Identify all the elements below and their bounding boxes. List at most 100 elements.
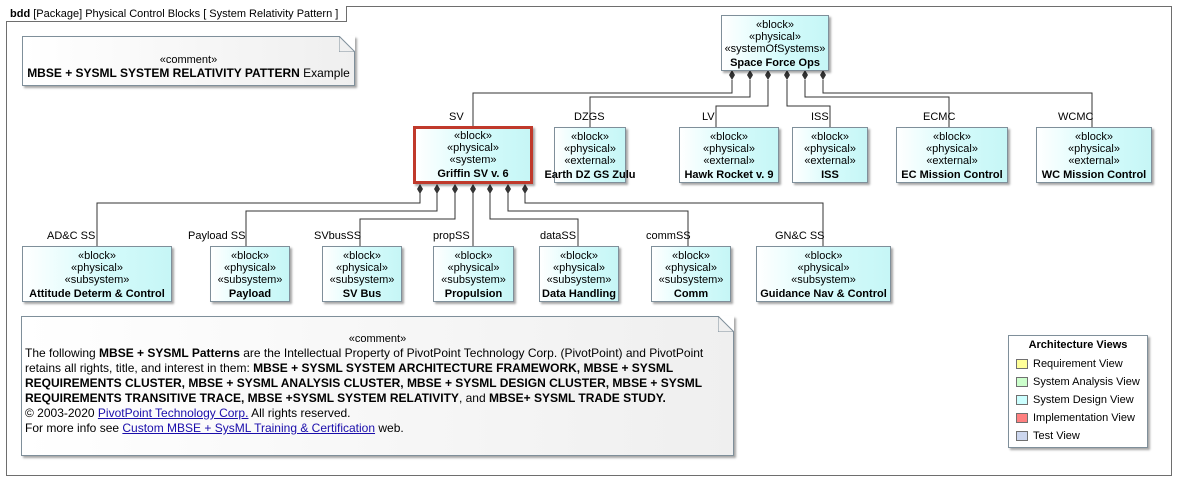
block-iss[interactable]: «block» «physical» «external» ISS xyxy=(792,127,868,183)
stereotype-block: «block» xyxy=(811,131,849,143)
stereotype-block: «block» xyxy=(78,250,116,262)
block-name: Griffin SV v. 6 xyxy=(437,168,509,180)
connector-sfo-lv xyxy=(715,80,769,127)
block-name: EC Mission Control xyxy=(901,169,1003,181)
block-payload[interactable]: «block» «physical» «subsystem» Payload xyxy=(210,246,290,302)
composite-diamond xyxy=(784,70,790,80)
more-info-line: For more info see Custom MBSE + SysML Tr… xyxy=(25,421,729,436)
stereotype-physical: «physical» xyxy=(1068,143,1120,155)
stereotype-block: «block» xyxy=(343,250,381,262)
composite-diamond xyxy=(747,70,753,80)
block-propulsion[interactable]: «block» «physical» «subsystem» Propulsio… xyxy=(433,246,514,302)
stereotype-block: «block» xyxy=(571,131,609,143)
copyright-line: © 2003-2020 PivotPoint Technology Corp. … xyxy=(25,406,729,421)
connector-sv-pay xyxy=(245,190,438,246)
connector-sv-bus xyxy=(359,190,456,246)
connector-sv-comm xyxy=(507,190,689,246)
block-sv-bus[interactable]: «block» «physical» «subsystem» SV Bus xyxy=(322,246,402,302)
block-name: Earth DZ GS Zulu xyxy=(544,169,636,181)
stereotype-kind: «subsystem» xyxy=(64,274,130,286)
stereotype-physical: «physical» xyxy=(553,262,605,274)
connector-sfo-dzgs xyxy=(589,80,751,127)
frame-header: bdd [Package] Physical Control Blocks [ … xyxy=(6,6,348,22)
role-label-ecmc: ECMC xyxy=(923,111,956,123)
block-name: Hawk Rocket v. 9 xyxy=(684,169,774,181)
more-info-text: web. xyxy=(375,421,404,435)
stereotype-physical: «physical» xyxy=(749,31,801,43)
training-link[interactable]: Custom MBSE + SysML Training & Certifica… xyxy=(122,421,376,435)
stereotype-kind: «system» xyxy=(449,154,497,166)
block-space-force-ops[interactable]: «block» «physical» «systemOfSystems» Spa… xyxy=(721,15,829,71)
role-label-adc: AD&C SS xyxy=(47,230,96,242)
role-label-iss: ISS xyxy=(811,111,829,123)
composite-diamond xyxy=(505,184,511,194)
stereotype-physical: «physical» xyxy=(224,262,276,274)
block-data-handling[interactable]: «block» «physical» «subsystem» Data Hand… xyxy=(539,246,619,302)
title-comment-note[interactable]: «comment» MBSE + SYSML SYSTEM RELATIVITY… xyxy=(22,36,355,86)
stereotype-block: «block» xyxy=(756,19,794,31)
copyright-text: © 2003-2020 xyxy=(25,406,98,420)
role-label-prop: propSS xyxy=(433,230,470,242)
diagram-frame xyxy=(6,6,1172,476)
role-label-sv: SV xyxy=(449,111,464,123)
stereotype-block: «block» xyxy=(710,131,748,143)
legend-swatch xyxy=(1016,377,1028,388)
stereotype-kind: «external» xyxy=(804,155,856,167)
block-name: WC Mission Control xyxy=(1041,169,1147,181)
note-stereotype: «comment» xyxy=(159,54,218,66)
stereotype-physical: «physical» xyxy=(447,142,499,154)
legend-label: Test View xyxy=(1033,430,1080,442)
block-name: Attitude Determ & Control xyxy=(29,288,165,300)
legend-item: Test View xyxy=(1016,429,1080,443)
ip-text: are the Intellectual Property of PivotPo… xyxy=(25,346,704,375)
composite-diamond xyxy=(470,184,476,194)
architecture-views-legend: Architecture Views Requirement View Syst… xyxy=(1008,335,1148,448)
stereotype-block: «block» xyxy=(560,250,598,262)
block-hawk-rocket[interactable]: «block» «physical» «external» Hawk Rocke… xyxy=(679,127,779,183)
note-stereotype: «comment» xyxy=(348,333,407,345)
role-label-data: dataSS xyxy=(540,230,577,242)
composite-diamond xyxy=(765,70,771,80)
legend-item: System Analysis View xyxy=(1016,375,1140,389)
block-wc-mission-control[interactable]: «block» «physical» «external» WC Mission… xyxy=(1036,127,1152,183)
composite-diamond xyxy=(434,184,440,194)
ip-comment-note[interactable]: «comment» The following MBSE + SYSML Pat… xyxy=(21,316,734,456)
stereotype-physical: «physical» xyxy=(703,143,755,155)
stereotype-block: «block» xyxy=(672,250,710,262)
legend-label: Implementation View xyxy=(1033,412,1135,424)
connector-sfo-ecmc xyxy=(804,80,950,127)
stereotype-block: «block» xyxy=(454,130,492,142)
ip-text: The following xyxy=(25,346,100,360)
connector-sv-data xyxy=(489,190,579,246)
pivotpoint-link[interactable]: PivotPoint Technology Corp. xyxy=(97,406,249,420)
composite-diamond xyxy=(487,184,493,194)
connector-sfo-iss xyxy=(786,80,831,127)
stereotype-kind: «subsystem» xyxy=(217,274,283,286)
role-label-wcmc: WCMC xyxy=(1058,111,1094,123)
block-comm[interactable]: «block» «physical» «subsystem» Comm xyxy=(651,246,731,302)
legend-swatch xyxy=(1016,413,1028,424)
note-title-rest: Example xyxy=(299,66,350,80)
block-ec-mission-control[interactable]: «block» «physical» «external» EC Mission… xyxy=(896,127,1008,183)
more-info-text: For more info see xyxy=(25,421,123,435)
block-name: Payload xyxy=(228,288,272,300)
connector-sv-adc xyxy=(96,190,421,246)
block-guidance-nav-control[interactable]: «block» «physical» «subsystem» Guidance … xyxy=(756,246,891,302)
stereotype-physical: «physical» xyxy=(336,262,388,274)
block-griffin-sv[interactable]: «block» «physical» «system» Griffin SV v… xyxy=(413,126,533,184)
block-earth-dz-gs-zulu[interactable]: «block» «physical» «external» Earth DZ G… xyxy=(544,127,636,183)
stereotype-kind: «subsystem» xyxy=(546,274,612,286)
block-attitude-determ-control[interactable]: «block» «physical» «subsystem» Attitude … xyxy=(22,246,172,302)
legend-title: Architecture Views xyxy=(1028,339,1128,351)
role-label-lv: LV xyxy=(702,111,715,123)
stereotype-block: «block» xyxy=(804,250,843,262)
connector-sfo-wcmc xyxy=(822,80,1093,127)
stereotype-physical: «physical» xyxy=(797,262,850,274)
block-name: Space Force Ops xyxy=(730,57,820,69)
composite-diamond xyxy=(522,184,528,194)
legend-swatch xyxy=(1016,431,1028,442)
frame-kind: bdd xyxy=(10,8,31,20)
composite-diamond xyxy=(729,70,735,80)
ip-text-bold: MBSE + SYSML Patterns xyxy=(99,346,240,360)
